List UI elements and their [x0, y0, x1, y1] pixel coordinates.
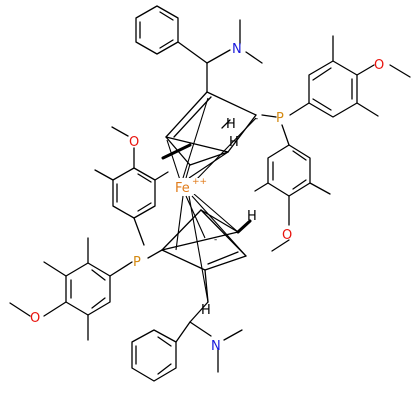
n-bottom-label: N [211, 339, 221, 354]
h-top-2-label: H [229, 135, 239, 150]
top-cp-hydrogen-bonds [161, 119, 231, 160]
top-phenyl-ring [135, 5, 179, 55]
bottom-cp-hydrogen-bonds [204, 219, 252, 303]
top-mid-aryl-ring [254, 144, 331, 252]
n-top-label: N [232, 42, 242, 57]
o-top-center-label: O [129, 135, 139, 150]
fe-label: Fe [175, 181, 190, 196]
fe-charge: ++ [192, 177, 207, 187]
h-bottom-1-label: H [247, 209, 257, 224]
bottom-benzylic-bonds [175, 301, 212, 343]
o-left-label: O [30, 311, 40, 326]
top-right-aryl-ring [308, 35, 411, 118]
top-p-bonds [261, 102, 310, 146]
o-right-top-label: O [374, 58, 384, 73]
p-bottom-label: P [133, 255, 141, 270]
bottom-phenyl-ring [131, 329, 177, 382]
h-top-1-label: H [226, 117, 236, 132]
top-cp-ring [165, 91, 257, 166]
o-right-mid-label: O [282, 228, 292, 243]
p-top-label: P [276, 111, 284, 126]
bottom-p-bonds [109, 249, 163, 277]
cp-bottom-charge: - [214, 235, 217, 245]
bottom-cp-ring [161, 209, 247, 271]
bottom-left-aryl-ring [9, 237, 111, 341]
h-bottom-2-label: H [201, 303, 211, 318]
top-nme2-bonds [239, 19, 263, 64]
fe-label-background [173, 178, 201, 194]
cp-top-charge: - [255, 114, 258, 124]
fe-cp-bonds [166, 97, 257, 303]
top-benzylic-bonds [177, 41, 231, 93]
bottom-nme2-bonds [217, 329, 243, 373]
left-upper-aryl-ring [94, 126, 169, 246]
